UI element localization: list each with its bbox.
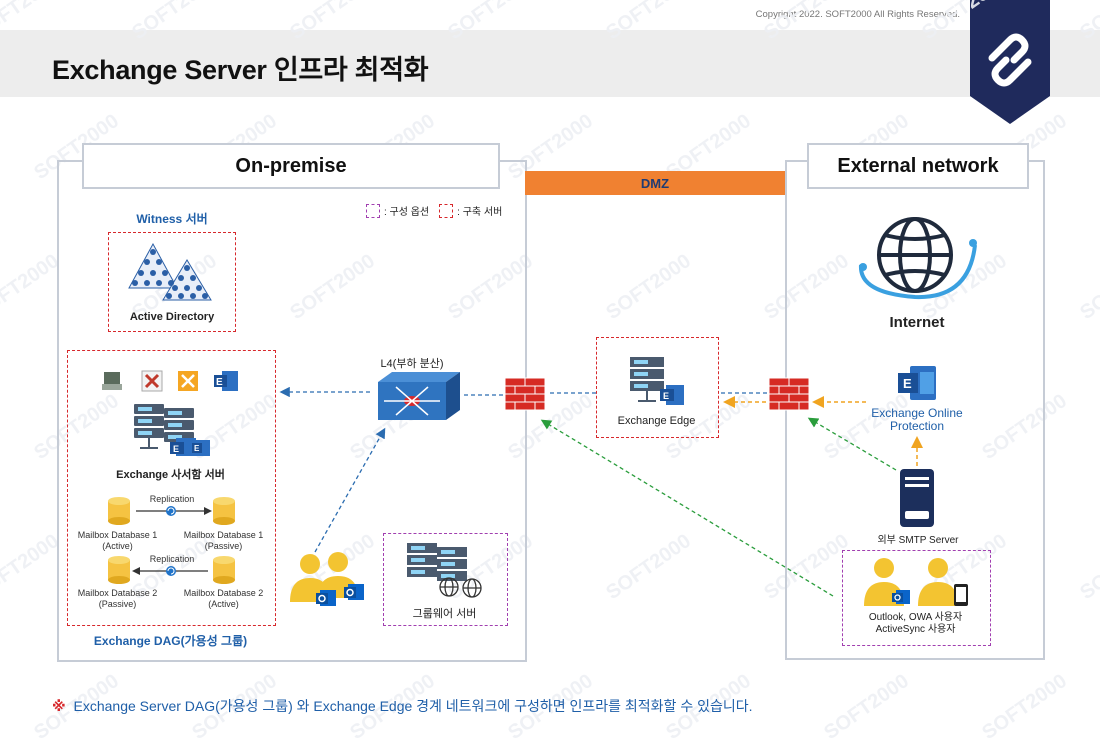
db1-passive-icon: [213, 497, 235, 525]
external-users-label: Outlook, OWA 사용자 ActiveSync 사용자: [842, 612, 989, 636]
management-icon: [141, 370, 163, 392]
eop-label-line2: Protection: [889, 419, 945, 433]
db2-active-state: (Active): [208, 599, 239, 609]
l4-label: L4(부하 분산): [380, 358, 444, 370]
db1-active-state: (Active): [102, 541, 133, 551]
smtp-label: 외부 SMTP Server: [877, 535, 959, 546]
external-users-box: [842, 550, 991, 646]
outlook-icon: [316, 590, 336, 606]
dmz-bar: DMZ: [525, 171, 785, 195]
external-users-icon: [864, 558, 968, 606]
outlook-icon-2: [344, 584, 364, 600]
legend-option-label: : 구성 옵션: [384, 207, 430, 218]
legend-build-swatch: [439, 203, 454, 218]
exchange-edge-box: [596, 337, 719, 438]
db1-active-name: Mailbox Database 1: [77, 530, 158, 540]
internet-globe-icon: [858, 217, 977, 300]
page-title: Exchange Server 인프라 최적화: [52, 55, 429, 85]
db2-passive-label: Mailbox Database 2 (Passive): [70, 588, 165, 610]
db1-passive-state: (Passive): [204, 541, 243, 551]
header-band: [0, 30, 1100, 97]
footnote-text: Exchange Server DAG(가용성 그룹) 와 Exchange E…: [73, 698, 753, 714]
footnote-mark: ※: [52, 698, 66, 714]
svg-text:E: E: [216, 377, 223, 388]
witness-box: [108, 232, 236, 332]
active-directory-icon: [128, 242, 212, 301]
onprem-users-icon: [290, 552, 364, 606]
svg-text:E: E: [663, 391, 669, 401]
globe-icon: [439, 577, 459, 597]
replication-label-1: Replication: [149, 494, 195, 504]
db2-active-icon: [213, 556, 235, 584]
footnote: ※ Exchange Server DAG(가용성 그룹) 와 Exchange…: [52, 696, 753, 716]
arrow-external-users-to-firewall: [540, 419, 834, 597]
legend-build-label: : 구축 서버: [457, 207, 503, 218]
mobile-phone-icon: [954, 584, 968, 606]
witness-label: Witness 서버: [136, 212, 208, 226]
db2-active-label: Mailbox Database 2 (Active): [176, 588, 271, 610]
globe-icon-2: [462, 578, 482, 598]
db2-active-name: Mailbox Database 2: [183, 588, 264, 598]
db1-active-label: Mailbox Database 1 (Active): [70, 530, 165, 552]
dag-label: Exchange DAG(가용성 그룹): [93, 634, 248, 648]
exchange-app-icons: E: [102, 370, 238, 392]
copyright-text: Copyright 2022. SOFT2000 All Rights Rese…: [755, 9, 960, 20]
firewall-icon-left: [504, 377, 546, 411]
db1-passive-label: Mailbox Database 1 (Passive): [176, 530, 271, 552]
external-users-line2: ActiveSync 사용자: [875, 624, 956, 635]
exchange-legacy-icon: [178, 371, 198, 391]
external-title: External network: [807, 143, 1029, 189]
active-directory-label: Active Directory: [129, 311, 215, 323]
db1-passive-name: Mailbox Database 1: [183, 530, 264, 540]
db1-active-icon: [108, 497, 130, 525]
legend-option-swatch: [366, 203, 380, 218]
onpremise-title: On-premise: [82, 143, 500, 189]
groupware-box: [383, 533, 508, 626]
arrow-users-to-l4: [314, 427, 386, 553]
console-icon: [102, 372, 122, 390]
eop-label: Exchange Online Protection: [860, 407, 974, 433]
dag-box: [67, 350, 276, 626]
arrow-smtp-to-firewall: [807, 417, 897, 471]
exchange-edge-label: Exchange Edge: [617, 415, 696, 427]
smtp-server-icon: [900, 469, 934, 527]
mailbox-server-label: Exchange 사서함 서버: [116, 469, 225, 481]
internet-label: Internet: [889, 314, 945, 331]
mailbox-server-icon: E E: [134, 404, 210, 456]
svg-text:E: E: [173, 444, 179, 454]
groupware-label: 그룹웨어 서버: [412, 608, 477, 620]
groupware-server-icon: [407, 543, 482, 598]
external-users-line1: Outlook, OWA 사용자: [868, 612, 963, 623]
exchange-edge-server-icon: E: [630, 357, 684, 405]
firewall-icon-right: [768, 377, 810, 411]
soft2000-logo-icon: [970, 0, 1050, 124]
db2-passive-state: (Passive): [98, 599, 137, 609]
exchange-online-icon: E: [898, 366, 936, 400]
db2-passive-name: Mailbox Database 2: [77, 588, 158, 598]
l4-switch-icon: [378, 372, 460, 420]
eop-label-line1: Exchange Online: [871, 406, 963, 420]
replication-label-2: Replication: [149, 554, 195, 564]
svg-text:E: E: [903, 376, 912, 391]
legend: : 구성 옵션 : 구축 서버: [366, 203, 502, 218]
outlook-icon-3: [892, 590, 910, 604]
exchange-icon: E: [214, 371, 238, 391]
database-replication-graphic: [108, 497, 235, 584]
db2-passive-icon: [108, 556, 130, 584]
svg-text:E: E: [194, 444, 200, 453]
